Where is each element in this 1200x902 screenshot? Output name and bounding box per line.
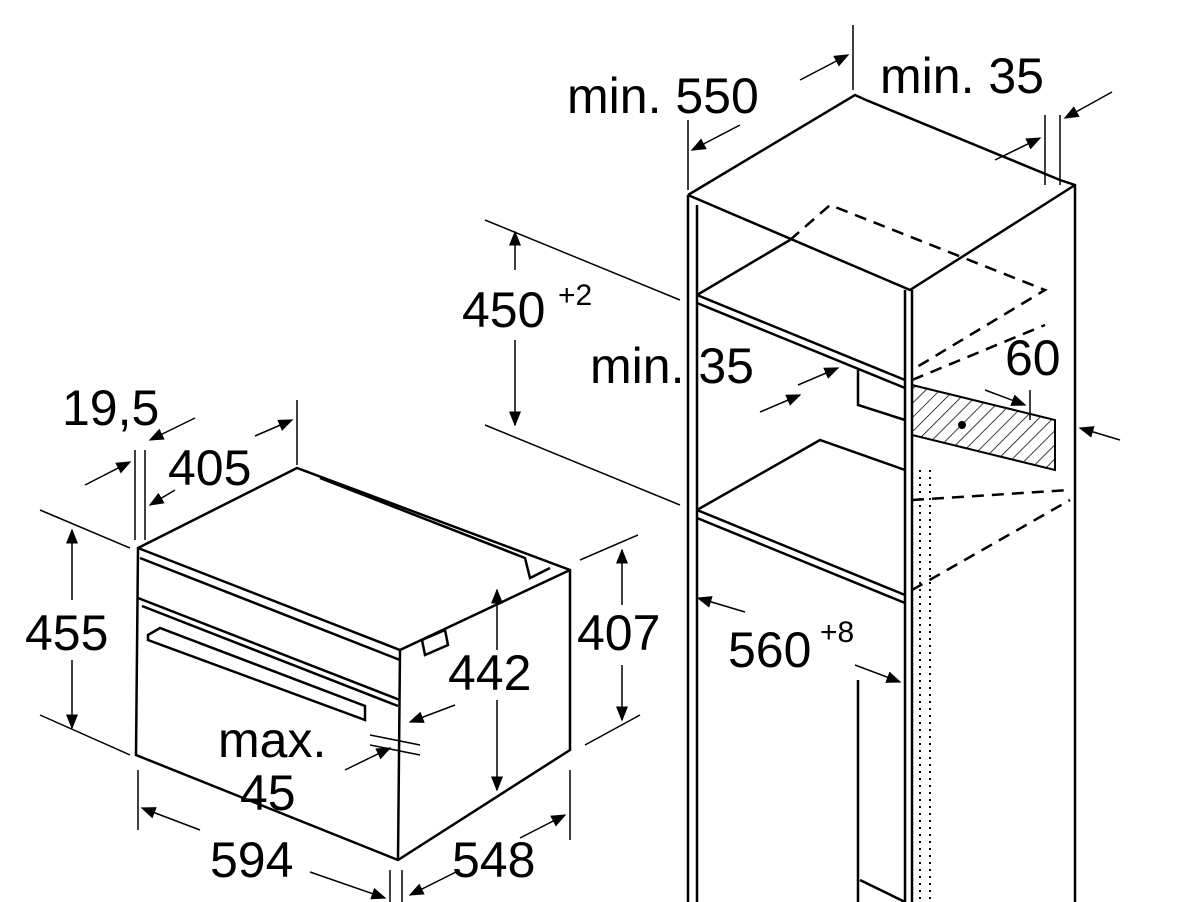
label-rear-gap: min. 35: [880, 48, 1044, 104]
label-appliance-depth: 548: [452, 832, 535, 888]
label-niche-width-tolerance: +8: [820, 616, 854, 649]
label-appliance-width: 594: [210, 832, 293, 888]
label-max-value: 45: [240, 765, 296, 821]
label-side-height: 407: [577, 605, 660, 661]
dimension-lines: [39, 25, 1121, 902]
label-niche-height: 450: [462, 282, 545, 338]
label-niche-height-tolerance: +2: [558, 279, 592, 312]
label-top-gap: min. 35: [590, 338, 754, 394]
vent-opening: [911, 383, 1056, 472]
oven: [134, 466, 572, 862]
label-body-height: 442: [448, 645, 531, 701]
label-appliance-height: 455: [25, 605, 108, 661]
label-front-offset: 19,5: [62, 380, 159, 436]
label-vent-depth: 60: [1005, 330, 1061, 386]
label-niche-width: 560: [728, 622, 811, 678]
label-cabinet-depth: min. 550: [567, 68, 759, 124]
label-top-depth: 405: [168, 440, 251, 496]
label-max: max.: [218, 712, 326, 768]
cabinet: [686, 93, 1077, 902]
